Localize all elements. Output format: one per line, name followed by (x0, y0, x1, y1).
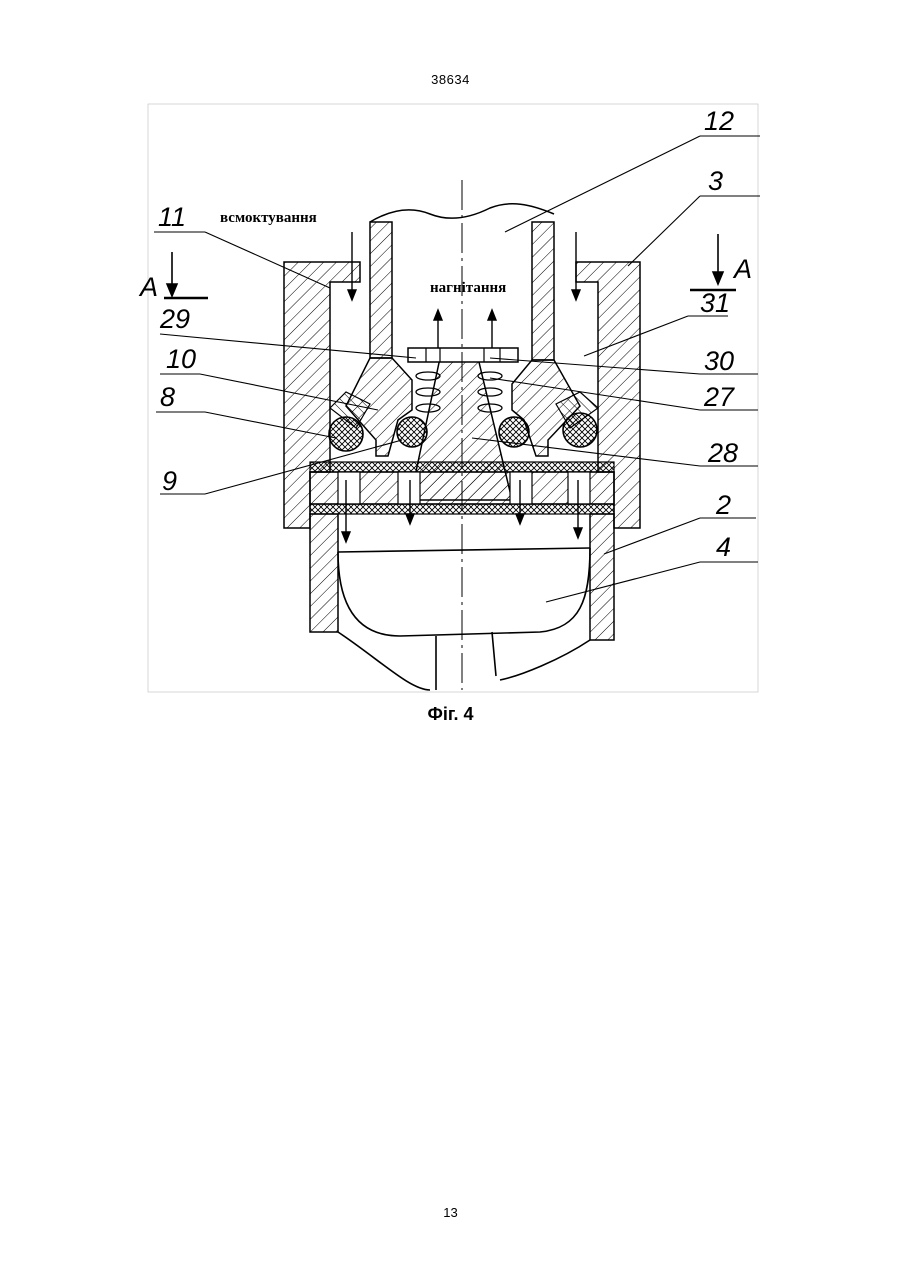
suction-label: всмоктування (220, 210, 317, 226)
part-label-10: 10 (166, 344, 196, 374)
section-mark-right: А (732, 254, 752, 284)
part-label-27: 27 (703, 382, 735, 412)
section-mark-left: А (138, 272, 158, 302)
part-label-30: 30 (704, 346, 734, 376)
discharge-label: нагнітання (430, 280, 506, 296)
part-label-4: 4 (716, 532, 731, 562)
part-label-2: 2 (715, 490, 731, 520)
part-label-31: 31 (700, 288, 730, 318)
piston (338, 548, 590, 690)
part-label-8: 8 (160, 382, 175, 412)
part-label-9: 9 (162, 466, 177, 496)
part-label-29: 29 (159, 304, 190, 334)
figure-caption: Фіг. 4 (0, 704, 901, 725)
valve-cap-plates (408, 348, 518, 362)
part-label-28: 28 (707, 438, 738, 468)
part-label-11: 11 (158, 202, 186, 232)
technical-drawing: 12 3 11 29 10 8 9 31 30 27 28 2 4 А А вс… (0, 0, 901, 700)
part-label-12: 12 (704, 106, 734, 136)
part-label-3: 3 (708, 166, 723, 196)
page-number: 13 (0, 1205, 901, 1220)
